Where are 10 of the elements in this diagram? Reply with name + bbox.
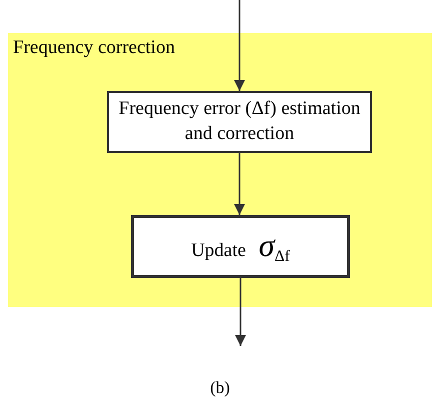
arrow <box>234 0 245 91</box>
group-band <box>8 33 432 307</box>
box-text: Frequency error (Δf) estimation and correction <box>118 97 362 146</box>
process-box <box>107 91 372 153</box>
caption: (b) <box>209 378 231 398</box>
arrow <box>234 153 245 215</box>
box-text: Update σ$_{Δf}$ <box>191 226 290 268</box>
process-box <box>131 215 350 278</box>
arrow <box>235 278 246 346</box>
group-title: Frequency correction <box>13 37 175 59</box>
